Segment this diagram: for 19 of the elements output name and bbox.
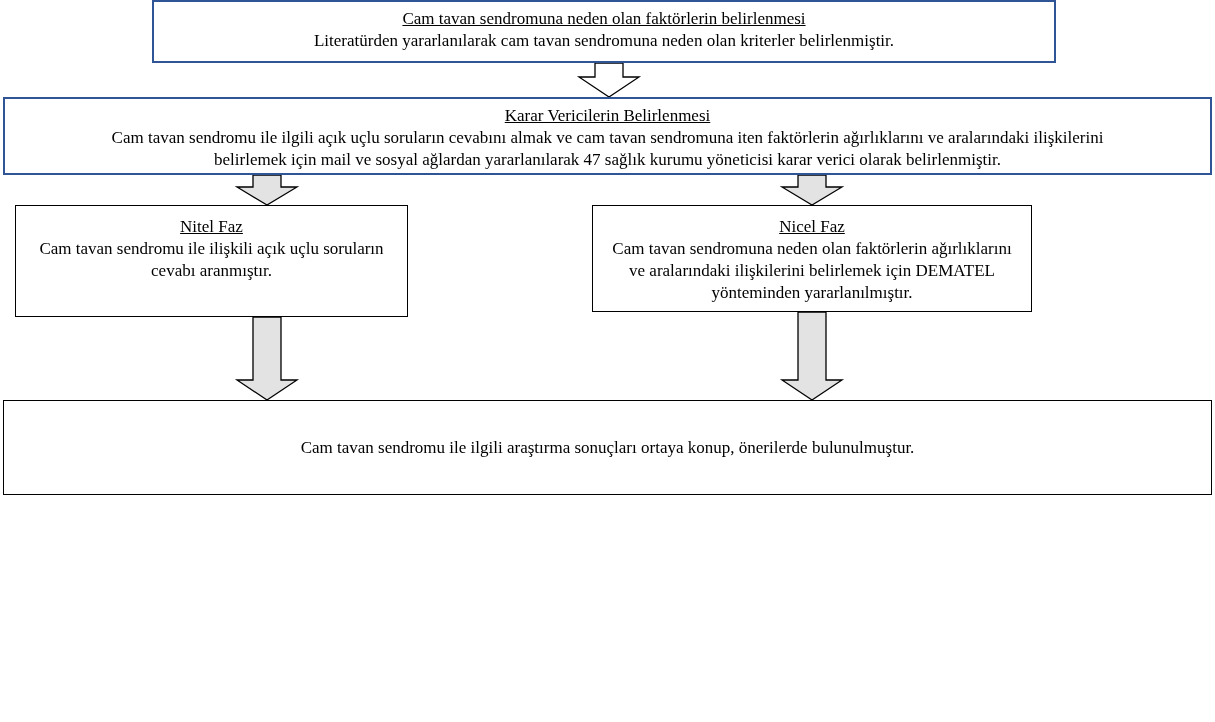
box-heading: Nicel Faz [779, 216, 845, 238]
box-text: Cam tavan sendromu ile ilgili araştırma sonuçları ortaya konup, önerilerde bulunulmuştur. [300, 436, 915, 459]
process-box [3, 97, 1212, 175]
box-text: Cam tavan sendromuna neden olan faktörlerin ağırlıklarını ve aralarındaki ilişkilerini belirlemek için DEMATEL yönteminden yararlanılmıştır. [611, 238, 1013, 304]
block-arrow [234, 316, 300, 401]
box-heading: Nitel Faz [180, 216, 243, 238]
box-heading: Karar Vericilerin Belirlenmesi [504, 105, 711, 127]
box-text: Cam tavan sendromu ile ilişkili açık uçlu soruların cevabı aranmıştır. [38, 238, 385, 282]
block-arrow [576, 62, 642, 98]
process-box [152, 0, 1056, 63]
process-box [3, 400, 1212, 495]
block-arrow [234, 174, 300, 206]
box-text: Literatürden yararlanılarak cam tavan sendromuna neden olan kriterler belirlenmiştir. [313, 30, 895, 52]
block-arrow [779, 174, 845, 206]
process-box [592, 205, 1032, 312]
box-heading: Cam tavan sendromuna neden olan faktörlerin belirlenmesi [402, 8, 806, 30]
process-box [15, 205, 408, 317]
box-text: Cam tavan sendromu ile ilgili açık uçlu soruların cevabını almak ve cam tavan sendromuna iten faktörlerin ağırlıklarını ve aralarındaki ilişkilerini belirlemek için mail ve sosyal ağlardan yararlanılarak 47 sağlık kurumu yöneticisi karar verici olarak belirlenmiştir. [110, 127, 1105, 171]
block-arrow [779, 311, 845, 401]
